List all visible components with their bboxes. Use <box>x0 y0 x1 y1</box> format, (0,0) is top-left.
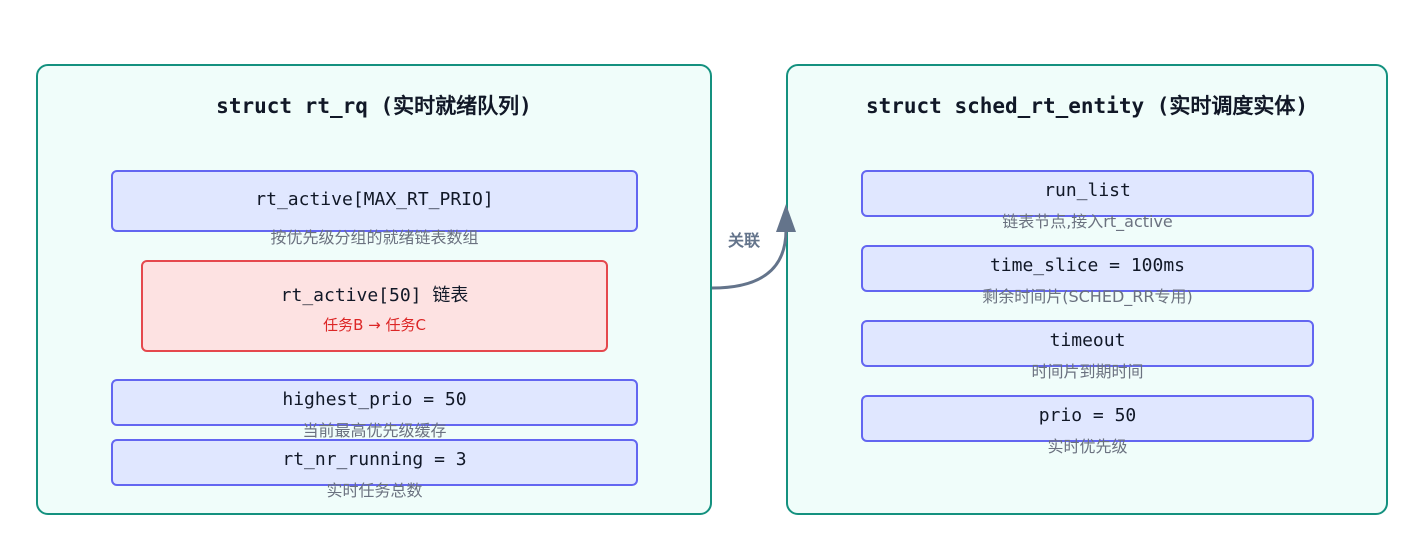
sched-rt-entity-panel: struct sched_rt_entity (实时调度实体) run_list… <box>786 64 1388 515</box>
time-slice-field[interactable]: time_slice = 100ms 剩余时间片(SCHED_RR专用) <box>861 245 1314 306</box>
timeout-field[interactable]: timeout 时间片到期时间 <box>861 320 1314 381</box>
field-name: rt_active[50] 链表 <box>280 285 469 306</box>
field-name: timeout <box>1049 330 1126 351</box>
field-name: prio = 50 <box>1038 405 1137 426</box>
rt-rq-panel: struct rt_rq (实时就绪队列) rt_active[MAX_RT_P… <box>36 64 712 515</box>
rt-active-50-list-field[interactable]: rt_active[50] 链表 任务B → 任务C <box>141 260 608 352</box>
rt-rq-title: struct rt_rq (实时就绪队列) <box>216 94 532 118</box>
prio-field[interactable]: prio = 50 实时优先级 <box>861 395 1314 456</box>
sched-rt-entity-title: struct sched_rt_entity (实时调度实体) <box>865 94 1309 118</box>
relation-edge-path <box>711 229 788 290</box>
field-name: rt_active[MAX_RT_PRIO] <box>255 189 494 210</box>
field-desc: 实时优先级 <box>1047 437 1128 456</box>
field-desc: 当前最高优先级缓存 <box>302 421 447 440</box>
field-desc: 按优先级分组的就绪链表数组 <box>270 228 479 247</box>
field-name: time_slice = 100ms <box>989 255 1186 276</box>
highest-prio-field[interactable]: highest_prio = 50 当前最高优先级缓存 <box>111 379 638 440</box>
field-name: run_list <box>1044 180 1131 201</box>
field-desc: 任务B → 任务C <box>323 316 426 334</box>
rt-active-array-field[interactable]: rt_active[MAX_RT_PRIO] 按优先级分组的就绪链表数组 <box>111 170 638 247</box>
relation-edge-label: 关联 <box>728 231 761 250</box>
rt-nr-running-field[interactable]: rt_nr_running = 3 实时任务总数 <box>111 439 638 500</box>
field-desc: 时间片到期时间 <box>1031 362 1144 381</box>
field-desc: 链表节点,接入rt_active <box>1002 212 1173 231</box>
field-name: rt_nr_running = 3 <box>282 449 467 470</box>
relation-arrowhead <box>776 204 796 232</box>
field-name: highest_prio = 50 <box>282 389 467 410</box>
field-desc: 剩余时间片(SCHED_RR专用) <box>982 287 1193 306</box>
field-desc: 实时任务总数 <box>326 481 423 500</box>
run-list-field[interactable]: run_list 链表节点,接入rt_active <box>861 170 1314 231</box>
